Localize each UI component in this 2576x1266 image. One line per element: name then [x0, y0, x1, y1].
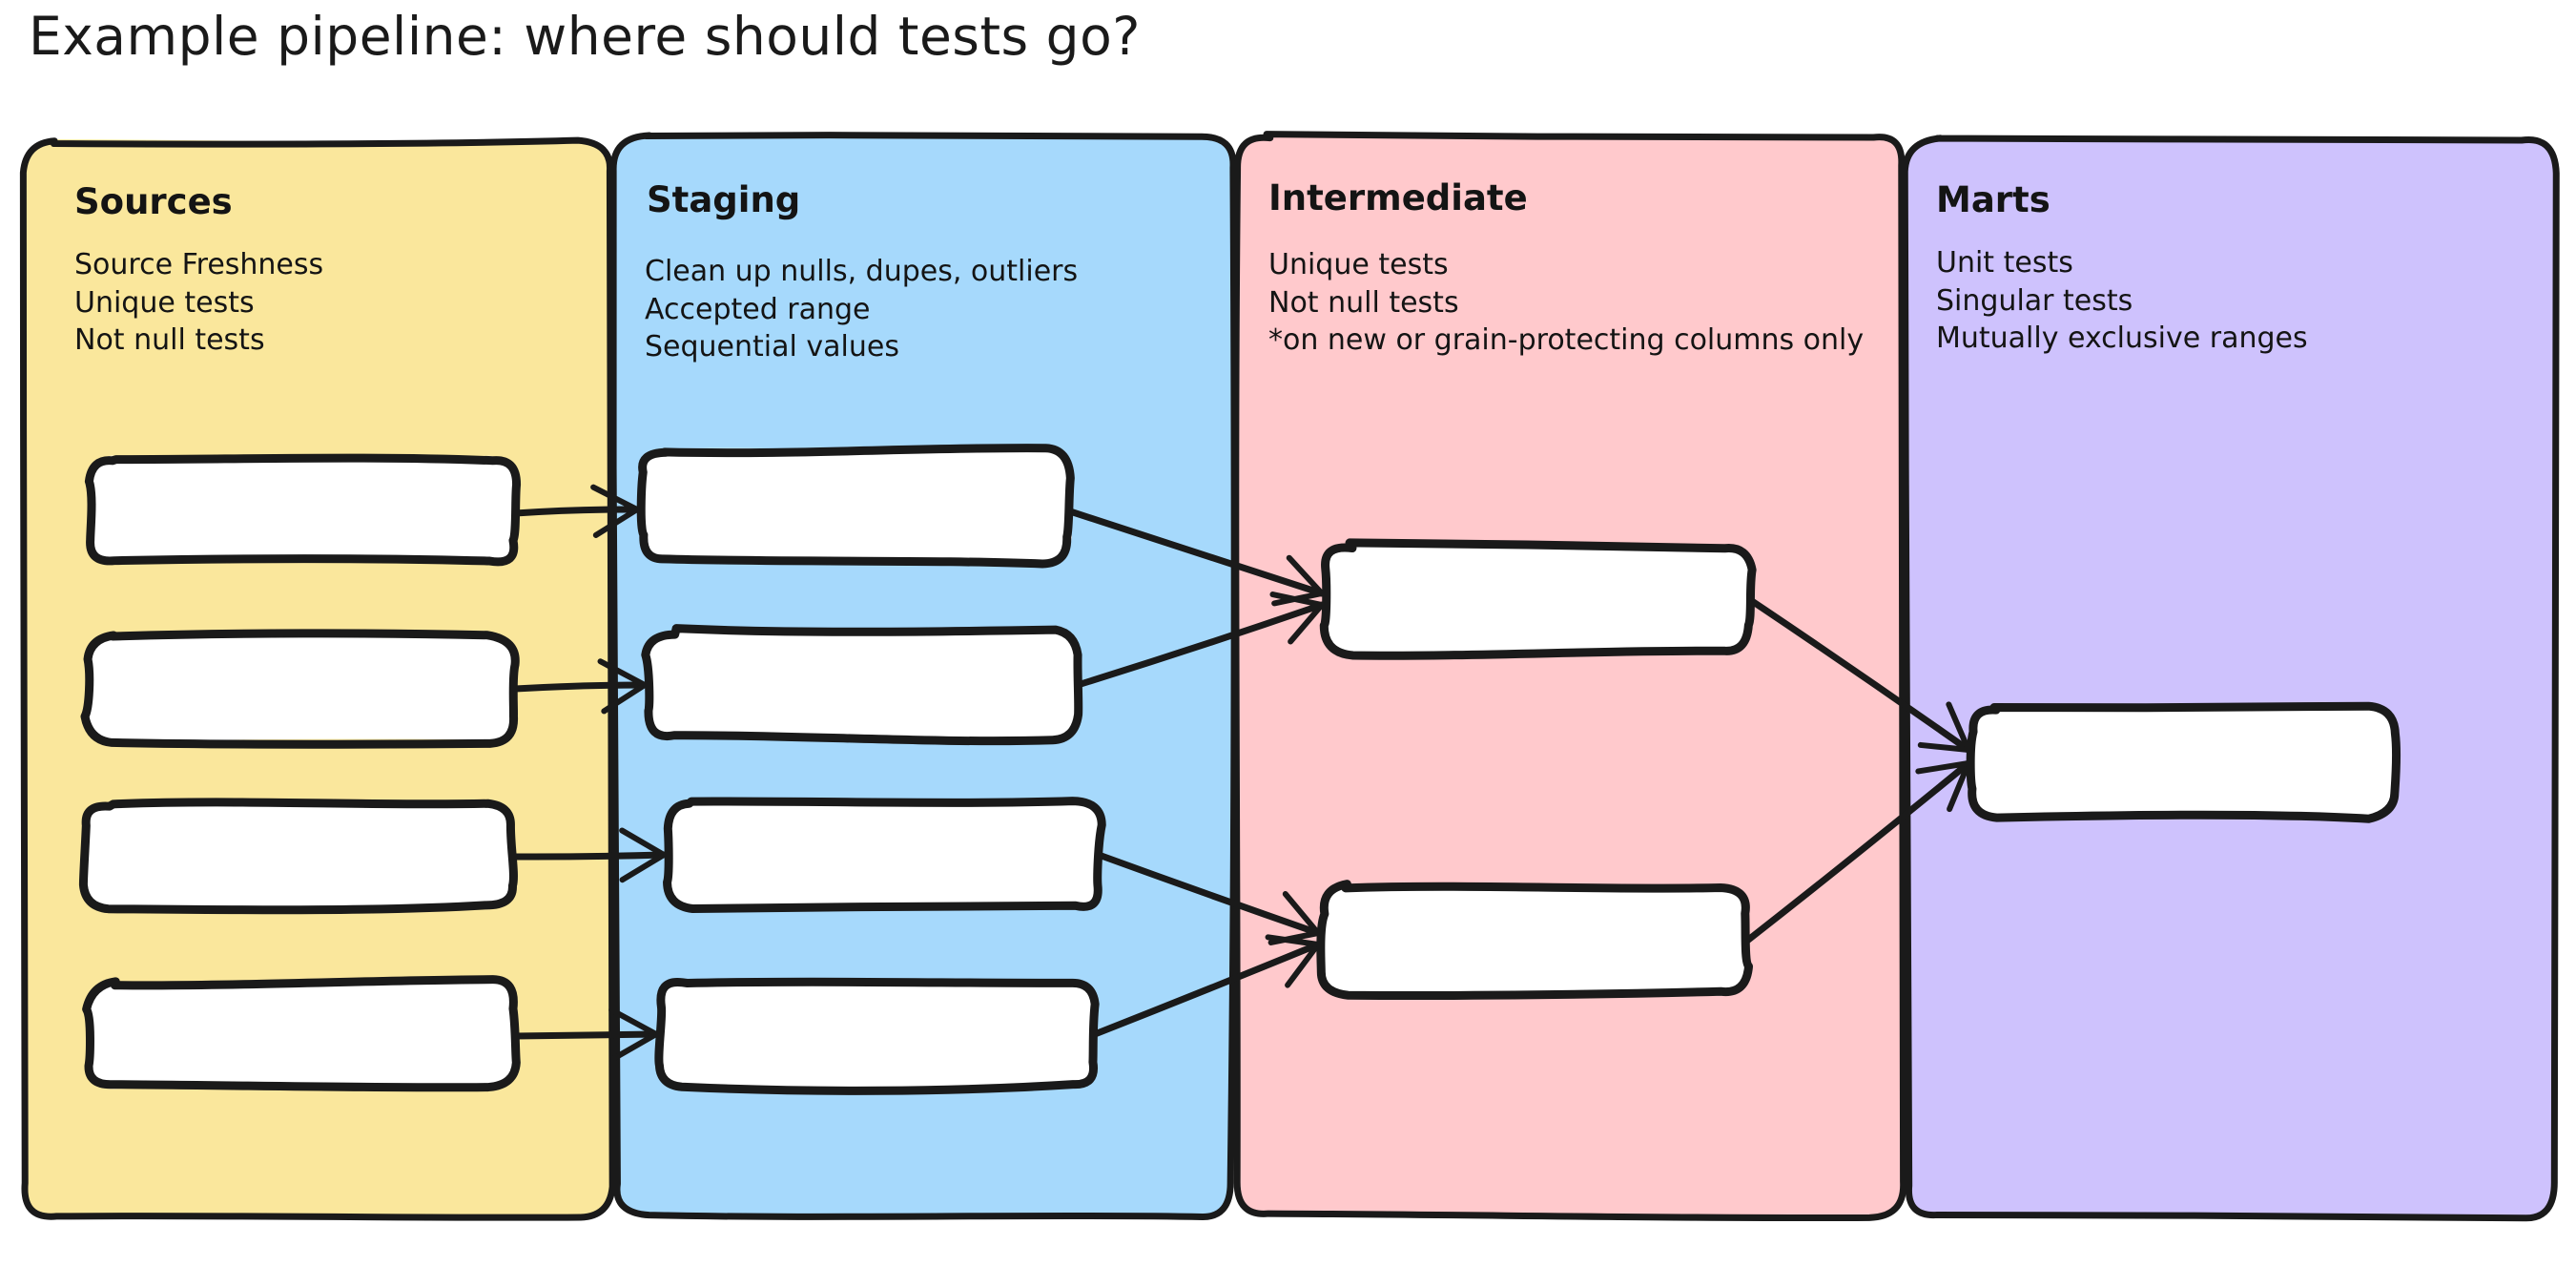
- node-int-1[interactable]: [1319, 538, 1757, 660]
- edge-src-1-to-stg-1: [511, 484, 641, 538]
- node-int-2[interactable]: [1316, 880, 1754, 1001]
- node-fill: [648, 630, 1079, 739]
- node-fill: [1320, 885, 1749, 997]
- node-border: [641, 624, 1083, 746]
- column-note-line: Unique tests: [1268, 248, 1449, 281]
- edge-line: [1091, 941, 1322, 1038]
- node-src-3[interactable]: [78, 798, 518, 915]
- node-src-2[interactable]: [80, 629, 520, 749]
- node-stg-2[interactable]: [641, 624, 1083, 746]
- node-stg-4[interactable]: [654, 977, 1100, 1095]
- node-fill: [640, 447, 1072, 563]
- column-note-line: Source Freshness: [74, 248, 324, 281]
- column-heading-intermediate: Intermediate: [1268, 177, 1528, 218]
- edge-arrowhead: [619, 852, 667, 883]
- edge-int-2-to-mart-1: [1743, 759, 1972, 944]
- node-src-1[interactable]: [84, 453, 522, 567]
- column-heading-sources: Sources: [74, 181, 233, 222]
- node-border: [80, 629, 520, 749]
- edge-arrowhead: [1286, 554, 1325, 596]
- node-border: [1966, 701, 2401, 823]
- page-title: Example pipeline: where should tests go?: [29, 6, 1141, 67]
- node-border: [636, 444, 1075, 569]
- edges-layer: [509, 484, 1972, 1062]
- node-fill: [659, 979, 1095, 1089]
- edge-src-3-to-stg-3: [509, 827, 668, 883]
- column-heading-staging: Staging: [647, 179, 801, 220]
- edge-line: [1066, 508, 1326, 597]
- node-stg-1[interactable]: [636, 444, 1075, 569]
- edge-line: [1074, 601, 1326, 689]
- edge-src-2-to-stg-2: [511, 658, 649, 715]
- column-note-line: Not null tests: [74, 323, 265, 358]
- node-fill: [85, 800, 514, 911]
- edge-arrowhead: [1947, 760, 1971, 813]
- node-border: [84, 453, 522, 567]
- column-fill-marts: [1906, 135, 2558, 1218]
- edge-arrowhead: [592, 507, 640, 538]
- column-border-intermediate: [1232, 131, 1907, 1222]
- node-border: [663, 797, 1106, 914]
- column-note-line: Clean up nulls, dupes, outliers: [645, 255, 1079, 288]
- edge-src-4-to-stg-4: [511, 1007, 660, 1062]
- nodes-layer: [78, 444, 2401, 1095]
- node-border: [82, 975, 521, 1092]
- column-border-marts: [1901, 135, 2561, 1222]
- edge-line: [511, 506, 641, 517]
- edge-line: [509, 851, 668, 861]
- column-note-line: Unit tests: [1936, 246, 2073, 280]
- edge-arrowhead: [1288, 602, 1325, 645]
- node-fill: [667, 801, 1099, 910]
- column-heading-marts: Marts: [1936, 179, 2050, 220]
- node-border: [1316, 880, 1754, 1001]
- column-note-line: Not null tests: [1268, 285, 1459, 320]
- column-border-sources: [19, 136, 616, 1221]
- edge-int-1-to-mart-1: [1745, 595, 1972, 754]
- edge-arrowhead: [597, 658, 648, 688]
- column-border-staging: [609, 132, 1238, 1220]
- node-fill: [89, 455, 518, 565]
- edge-line: [1743, 759, 1972, 944]
- node-fill: [86, 635, 517, 743]
- edge-arrowhead: [619, 827, 667, 858]
- node-border: [1319, 538, 1757, 660]
- edge-line: [511, 681, 649, 693]
- edge-line: [1745, 595, 1972, 754]
- edge-arrowhead: [1269, 591, 1325, 608]
- node-fill: [1972, 706, 2397, 818]
- edge-arrowhead: [590, 484, 640, 512]
- edge-stg-4-to-int-2: [1091, 934, 1322, 1038]
- column-marts: [1901, 135, 2561, 1222]
- column-note-line: Accepted range: [645, 292, 871, 326]
- edge-arrowhead: [601, 682, 648, 715]
- edge-line: [1095, 851, 1322, 937]
- column-note-line: Sequential values: [645, 330, 899, 364]
- column-note-line: Mutually exclusive ranges: [1936, 322, 2308, 356]
- node-border: [654, 977, 1100, 1095]
- edge-arrowhead: [1917, 741, 1971, 753]
- node-fill: [1325, 544, 1750, 654]
- edge-arrowhead: [1915, 760, 1971, 775]
- column-note-line: Singular tests: [1936, 283, 2133, 318]
- node-border: [78, 798, 518, 915]
- edge-arrowhead: [1282, 891, 1321, 936]
- edge-line: [511, 1030, 660, 1040]
- node-stg-3[interactable]: [663, 797, 1106, 914]
- edge-arrowhead: [1946, 701, 1971, 753]
- column-note-line: Unique tests: [74, 285, 255, 320]
- edge-arrowhead: [1265, 934, 1321, 947]
- node-mart-1[interactable]: [1966, 701, 2401, 823]
- column-note-line: *on new or grain-protecting columns only: [1268, 323, 1865, 358]
- edge-arrowhead: [610, 1031, 659, 1062]
- edge-arrowhead: [608, 1007, 659, 1037]
- edge-arrowhead: [1285, 942, 1321, 988]
- node-src-4[interactable]: [82, 975, 521, 1092]
- node-fill: [88, 982, 517, 1090]
- edge-stg-2-to-int-1: [1074, 591, 1326, 689]
